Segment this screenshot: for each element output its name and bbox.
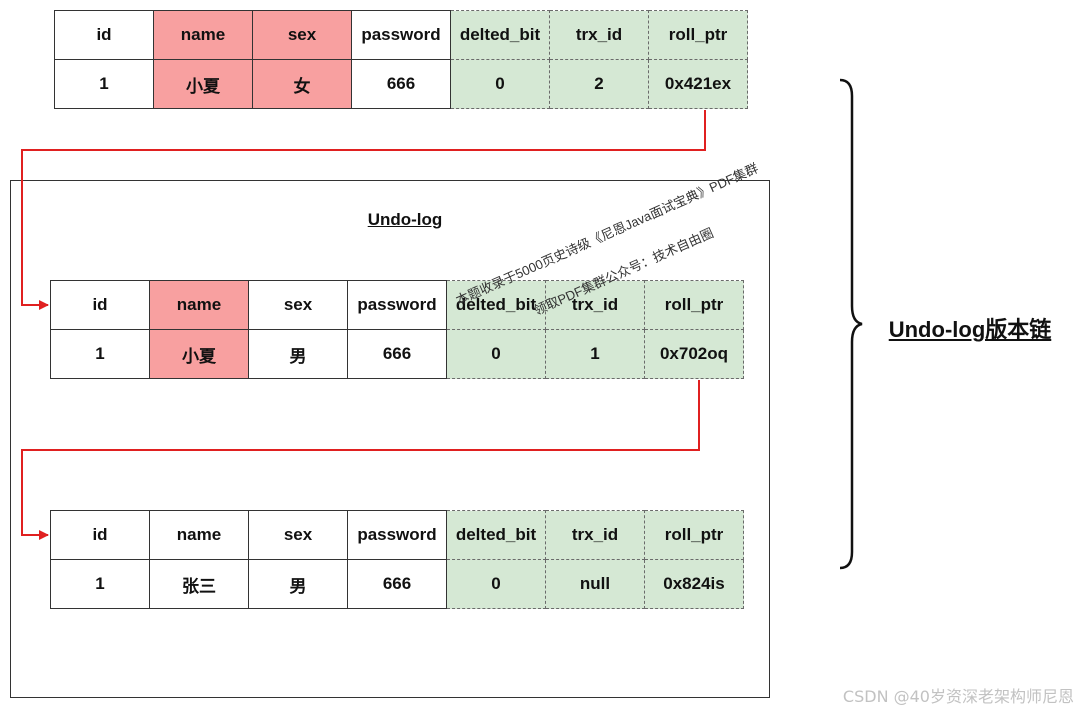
cell-roll-ptr: 0x702oq [644, 329, 744, 379]
col-password: password [351, 10, 451, 60]
header-row: id name sex password delted_bit trx_id r… [50, 510, 744, 560]
cell-name: 张三 [149, 559, 249, 609]
cell-password: 666 [347, 559, 447, 609]
csdn-credit: CSDN @40岁资深老架构师尼恩 [842, 687, 1074, 706]
col-name: name [149, 280, 249, 330]
cell-delted-bit: 0 [450, 59, 550, 109]
col-delted-bit: delted_bit [450, 10, 550, 60]
col-id: id [54, 10, 154, 60]
header-row: id name sex password delted_bit trx_id r… [54, 10, 748, 60]
col-trx-id: trx_id [545, 280, 645, 330]
header-row: id name sex password delted_bit trx_id r… [50, 280, 744, 330]
version-chain-label: Undo-log版本链 [888, 317, 1052, 342]
cell-sex: 男 [248, 329, 348, 379]
version-chain-brace [839, 78, 863, 570]
data-row: 1 张三 男 666 0 null 0x824is [50, 559, 744, 609]
col-trx-id: trx_id [549, 10, 649, 60]
cell-roll-ptr: 0x824is [644, 559, 744, 609]
data-row: 1 小夏 男 666 0 1 0x702oq [50, 329, 744, 379]
cell-roll-ptr: 0x421ex [648, 59, 748, 109]
col-name: name [149, 510, 249, 560]
col-delted-bit: delted_bit [446, 510, 546, 560]
cell-trx-id: 1 [545, 329, 645, 379]
undo-log-title: Undo-log [367, 210, 443, 229]
cell-id: 1 [54, 59, 154, 109]
roll-pointer-arrow-1 [21, 110, 706, 310]
col-roll-ptr: roll_ptr [648, 10, 748, 60]
undo-record-table-2: id name sex password delted_bit trx_id r… [50, 510, 744, 609]
col-password: password [347, 280, 447, 330]
cell-trx-id: 2 [549, 59, 649, 109]
cell-delted-bit: 0 [446, 329, 546, 379]
cell-password: 666 [347, 329, 447, 379]
col-roll-ptr: roll_ptr [644, 280, 744, 330]
roll-pointer-arrow-2 [21, 380, 700, 540]
undo-record-table-1: id name sex password delted_bit trx_id r… [50, 280, 744, 379]
col-sex: sex [248, 510, 348, 560]
cell-sex: 男 [248, 559, 348, 609]
data-row: 1 小夏 女 666 0 2 0x421ex [54, 59, 748, 109]
col-password: password [347, 510, 447, 560]
cell-password: 666 [351, 59, 451, 109]
cell-name: 小夏 [153, 59, 253, 109]
cell-trx-id: null [545, 559, 645, 609]
cell-delted-bit: 0 [446, 559, 546, 609]
undo-log-box [10, 180, 770, 698]
current-record-table: id name sex password delted_bit trx_id r… [54, 10, 748, 109]
col-id: id [50, 280, 150, 330]
cell-sex: 女 [252, 59, 352, 109]
col-roll-ptr: roll_ptr [644, 510, 744, 560]
cell-id: 1 [50, 329, 150, 379]
col-sex: sex [248, 280, 348, 330]
cell-name: 小夏 [149, 329, 249, 379]
